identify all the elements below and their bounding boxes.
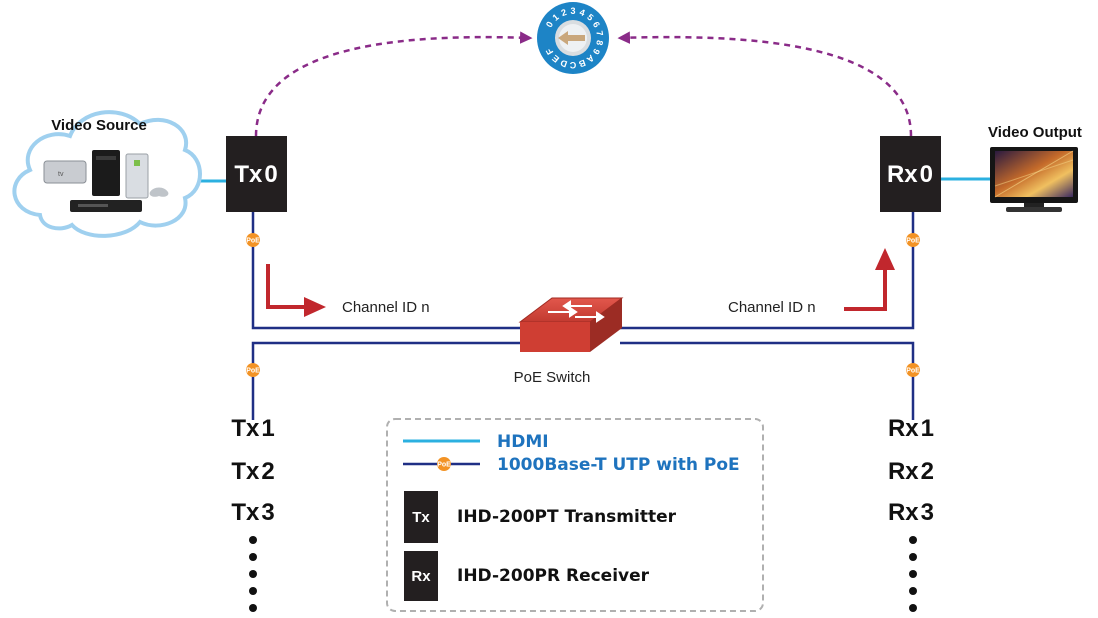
video-source-label: Video Source xyxy=(51,117,147,134)
poe-badge-tx1: PoE xyxy=(246,363,260,377)
rx0-unit: Rx0 xyxy=(880,136,941,212)
legend-tx-box-label: Tx xyxy=(412,509,430,526)
legend-utp-label: 1000Base-T UTP with PoE xyxy=(497,455,740,475)
rx-list-item: Rx3 xyxy=(888,499,934,526)
dial-digit: 8 xyxy=(594,39,605,46)
video-output-label: Video Output xyxy=(988,124,1082,141)
dial-digit: 6 xyxy=(591,20,602,29)
rx0-prefix: Rx xyxy=(887,161,918,188)
channel-arrow-left xyxy=(266,264,326,317)
dial-digit: F xyxy=(544,46,556,56)
dial-digit: E xyxy=(550,53,561,65)
rx-list-ellipsis xyxy=(909,536,917,612)
legend-tx-box xyxy=(404,491,438,543)
channel-id-left-label: Channel ID n xyxy=(342,299,430,316)
tx-list-ellipsis xyxy=(249,536,257,612)
dial-digit: B xyxy=(577,58,587,70)
svg-text:PoE: PoE xyxy=(437,462,451,469)
dial-digit: D xyxy=(559,57,569,69)
dial-digit: 9 xyxy=(591,47,602,56)
legend: HDMI PoE 1000Base-T UTP with PoE Tx IHD-… xyxy=(386,418,764,612)
video-source-cloud-icon: tv xyxy=(12,110,202,238)
dial-digit: A xyxy=(584,53,596,65)
svg-text:PoE: PoE xyxy=(906,238,920,245)
legend-rx-box xyxy=(404,551,438,601)
rx0-number: 0 xyxy=(920,161,933,188)
svg-text:PoE: PoE xyxy=(246,368,260,375)
rx-list: Rx1 Rx2 Rx3 xyxy=(888,415,934,526)
tx-list-item: Tx3 xyxy=(231,499,274,526)
dial-digit: 4 xyxy=(578,7,586,18)
tx-list-item: Tx2 xyxy=(231,458,274,485)
poe-badge-rx1: PoE xyxy=(906,363,920,377)
legend-rx-desc: IHD-200PR Receiver xyxy=(457,566,650,586)
legend-rx-box-label: Rx xyxy=(411,568,431,585)
rx-list-item: Rx1 xyxy=(888,415,934,442)
utp-lines-right xyxy=(620,212,915,420)
dial-digit: 0 xyxy=(544,20,555,29)
svg-text:tv: tv xyxy=(58,171,64,178)
channel-arrow-right xyxy=(844,248,895,311)
utp-lines-left xyxy=(251,212,520,420)
legend-hdmi-label: HDMI xyxy=(497,432,549,452)
tx-list-item: Tx1 xyxy=(231,415,274,442)
legend-poe-badge: PoE xyxy=(437,457,451,471)
channel-id-right-label: Channel ID n xyxy=(728,299,816,316)
svg-text:PoE: PoE xyxy=(246,238,260,245)
svg-text:PoE: PoE xyxy=(906,368,920,375)
video-output-tv-icon xyxy=(990,147,1078,212)
rx-list-item: Rx2 xyxy=(888,458,934,485)
dial-digit: 2 xyxy=(560,7,568,18)
id-sync-arc-right xyxy=(617,31,913,137)
id-sync-arc-left xyxy=(254,31,533,137)
dial-digit: 1 xyxy=(550,12,560,23)
poe-badge-tx0: PoE xyxy=(246,233,260,247)
svg-text:Tx0: Tx0 xyxy=(234,161,277,188)
poe-switch-label: PoE Switch xyxy=(514,369,591,386)
dial-digit: 3 xyxy=(570,6,575,16)
svg-text:Rx0: Rx0 xyxy=(887,161,933,188)
poe-badge-rx0: PoE xyxy=(906,233,920,247)
tx-list: Tx1 Tx2 Tx3 xyxy=(231,415,274,526)
legend-tx-desc: IHD-200PT Transmitter xyxy=(457,507,677,527)
dial-digit: 5 xyxy=(585,12,595,23)
tx0-unit: Tx0 xyxy=(226,136,287,212)
dial-digit: C xyxy=(569,60,576,70)
poe-switch-icon xyxy=(518,297,624,352)
dial-digit: 7 xyxy=(594,30,605,37)
tx0-prefix: Tx xyxy=(234,161,263,188)
tx0-number: 0 xyxy=(264,161,277,188)
